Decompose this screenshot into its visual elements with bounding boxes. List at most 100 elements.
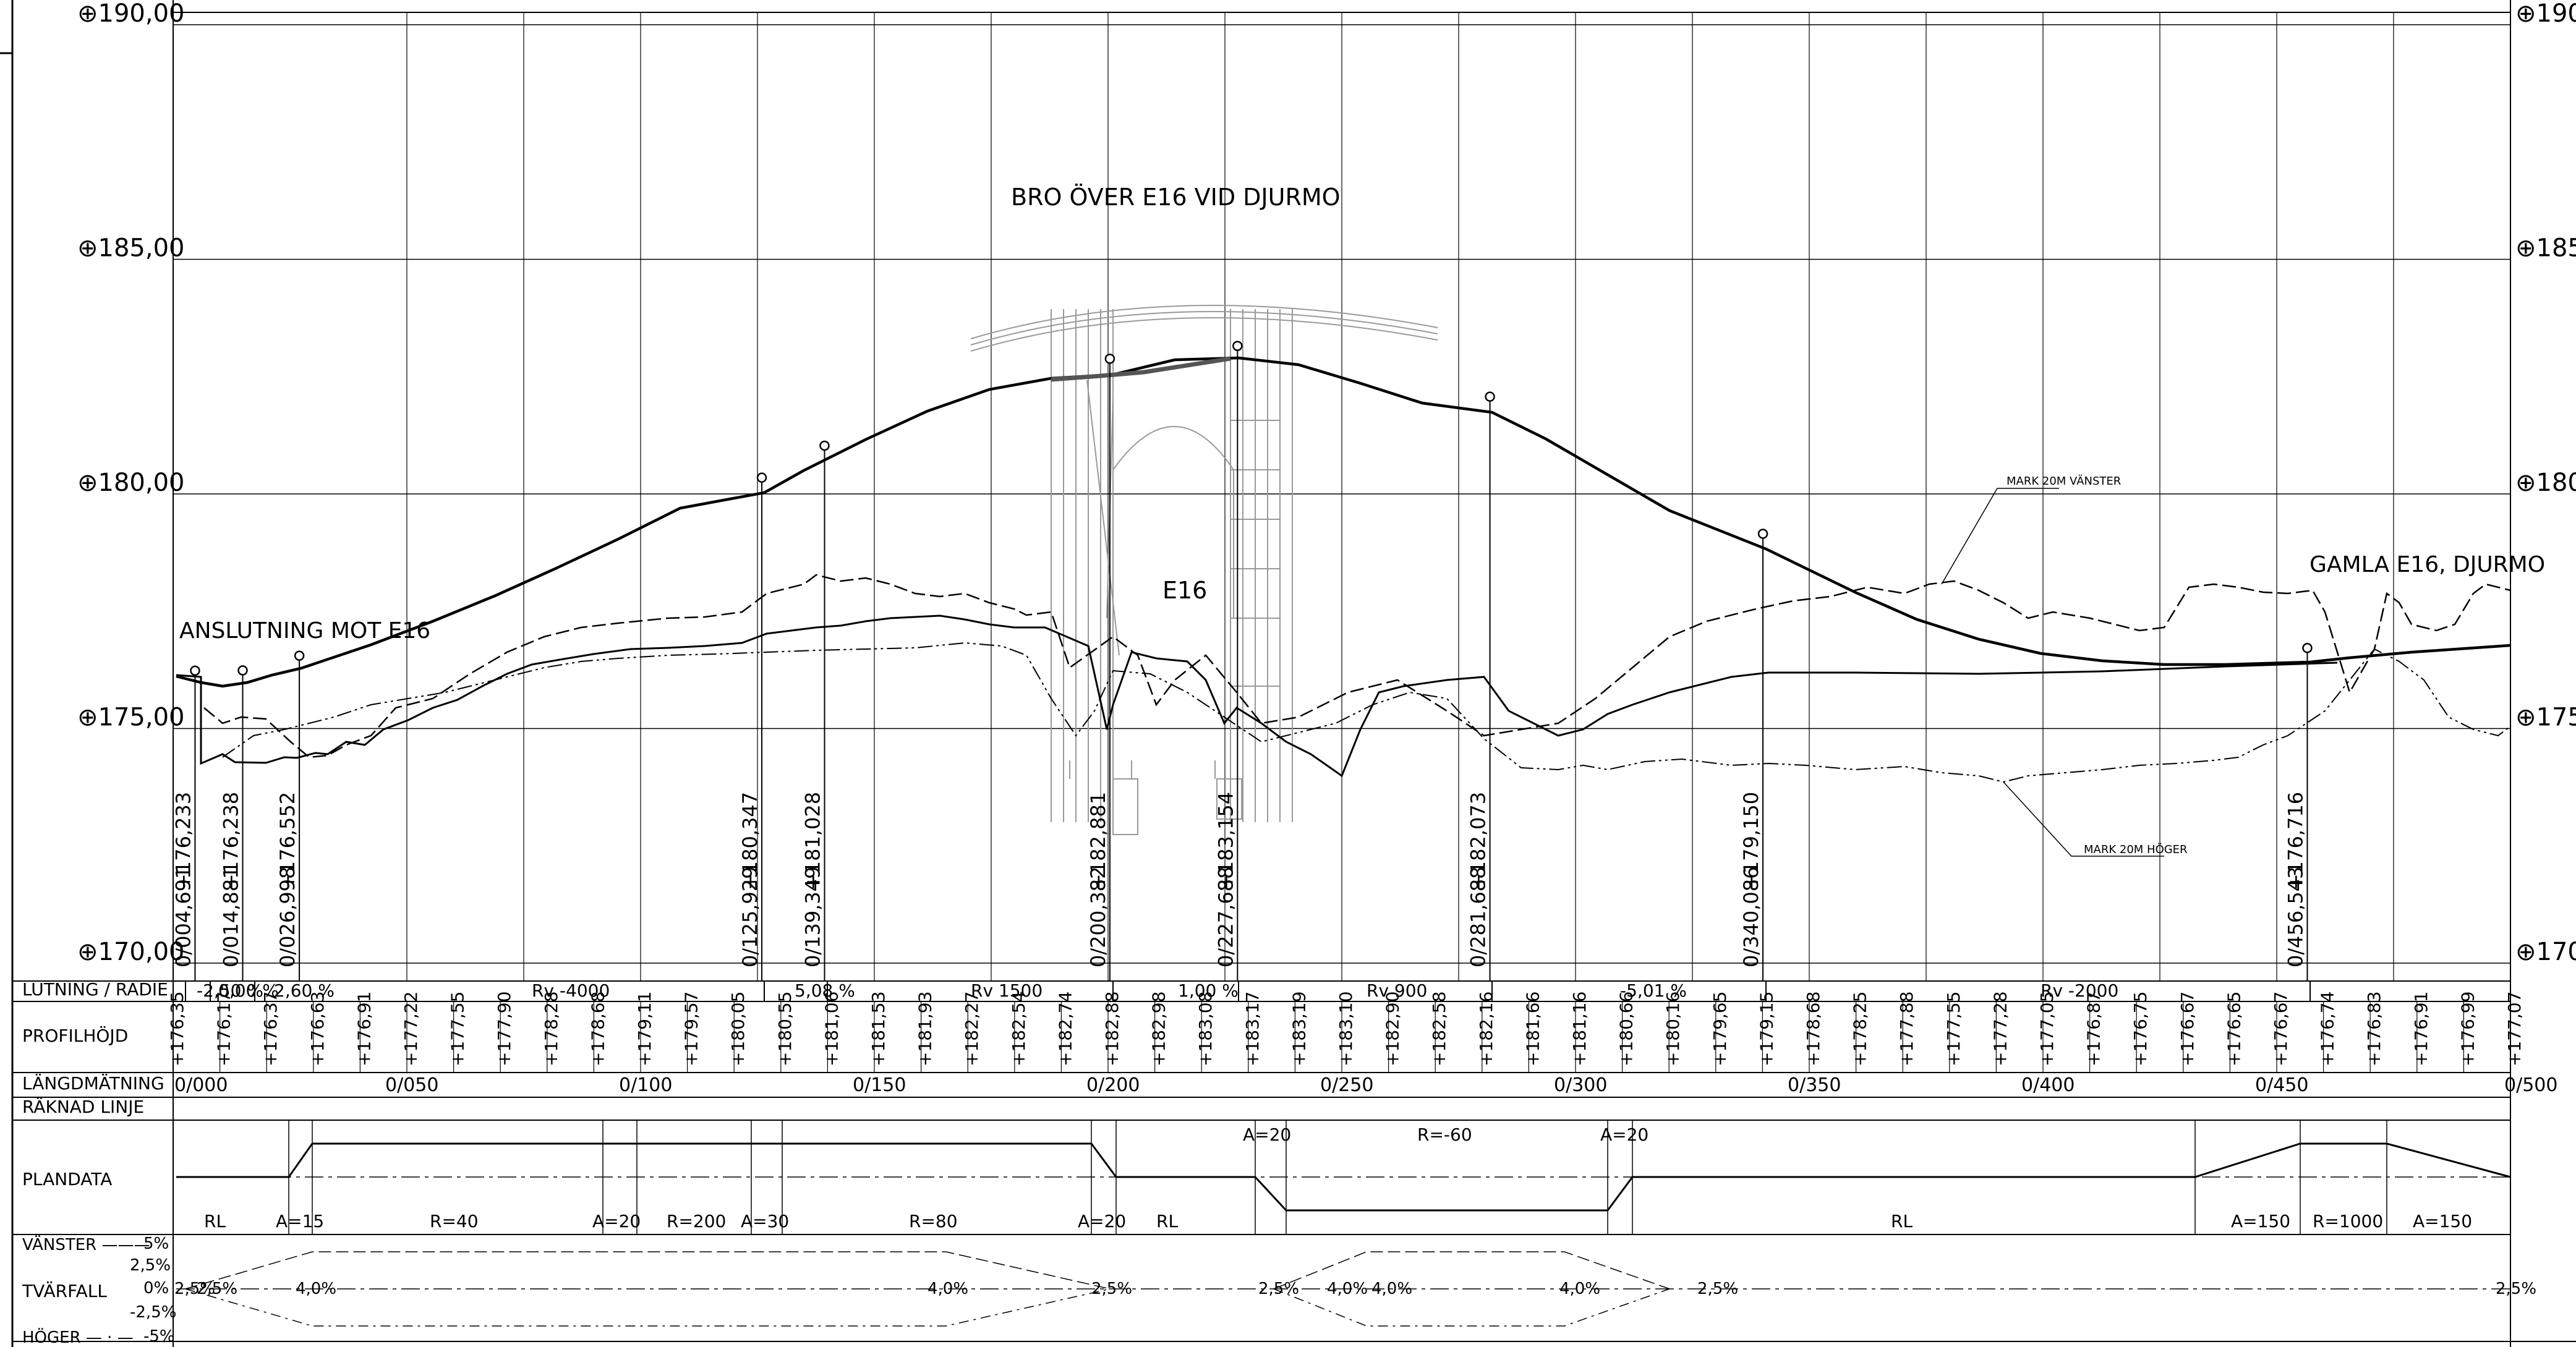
table-row-label: RÄKNAD LINJE [22,1097,144,1117]
lutning-value: 1,00 % [1178,980,1239,1001]
profil-value: +176,63 [307,992,328,1066]
profil-value: +180,16 [1663,992,1683,1066]
langd-value: 0/250 [1320,1074,1373,1096]
lutning-value: 5,08 % [795,980,855,1001]
vertical-point-chainage: 0/200,382 [1086,867,1110,967]
table-row-label: LUTNING / RADIE [22,979,168,1000]
vertical-point-chainage: 0/026,998 [276,867,299,967]
lutning-value: Rv -2000 [2041,980,2118,1001]
vertical-point-chainage: 0/281,688 [1467,867,1490,967]
vertical-point-marker [294,650,305,661]
lutning-value: Rv 1500 [971,980,1043,1001]
ground-left-20m [203,574,2511,758]
lutning-value: -5,01 % [1620,980,1687,1001]
plandata-label: A=150 [2413,1211,2472,1231]
lutning-value: -2,50 % [197,980,263,1001]
langd-value: 0/000 [174,1074,228,1096]
profil-value: +176,17 [214,992,234,1066]
profile-annotations: BRO ÖVER E16 VID DJURMO ANSLUTNING MOT E1… [179,184,2545,856]
tvarfall-left-line [185,1251,1111,1290]
profil-value: +177,55 [448,992,468,1066]
plandata-label: A=20 [1243,1124,1291,1145]
vertical-point-height: +176,716 [2284,792,2307,890]
tvarfall-scale-label: 0% [143,1279,169,1298]
profil-value: +178,68 [1803,992,1823,1066]
vertical-point-chainage: 0/456,543 [2284,867,2307,967]
plandata-label: A=20 [1600,1124,1648,1145]
table-row-label: PLANDATA [22,1169,112,1189]
profil-value: +177,07 [2504,992,2525,1066]
profil-value: +176,91 [2411,992,2431,1066]
vertical-point-chainage: 0/004,691 [171,867,195,967]
plandata-label: A=150 [2231,1211,2290,1231]
profil-value: +180,55 [775,992,795,1066]
tvarfall-lines [176,1251,2510,1327]
profil-value: +181,16 [1569,992,1590,1066]
langd-value: 0/500 [2504,1074,2557,1096]
design-profile [176,356,2511,688]
elevation-axis: ⊕190,00⊕190,00⊕185,00⊕185,00⊕180,00⊕180,… [77,0,2576,966]
vertical-point-height: +179,150 [1739,792,1763,890]
vertical-point-marker [1757,529,1768,539]
profil-value: +176,67 [2271,992,2291,1066]
profil-value: +177,22 [401,992,421,1066]
tvarfall-scale-label: -5% [143,1327,175,1346]
lutning-value: 2,60 % [274,980,335,1001]
tvarfall-left-line [1273,1251,1670,1290]
langd-value: 0/300 [1554,1074,1607,1096]
profil-value: +180,05 [728,992,748,1066]
profil-value: +176,67 [2177,992,2198,1066]
elevation-label-right: ⊕180,00 [2515,469,2576,497]
profil-value: +177,28 [1990,992,2010,1066]
profil-value: +183,19 [1289,992,1309,1066]
vertical-point-chainage: 0/139,349 [801,867,824,967]
vertical-point-chainage: 0/227,688 [1214,867,1237,967]
langd-value: 0/050 [385,1074,438,1096]
profil-value: +176,35 [167,992,187,1066]
plandata-label: A=30 [741,1211,789,1231]
plandata-label: RL [204,1211,226,1231]
plandata-label: R=80 [909,1211,958,1231]
label-anslutning: ANSLUTNING MOT E16 [179,618,430,644]
profil-value: +181,06 [821,992,842,1066]
elevation-label-right: ⊕175,00 [2515,703,2576,732]
profil-value: +177,88 [1896,992,1917,1066]
tvarfall-right-line [185,1288,1111,1327]
profil-value: +178,28 [541,992,561,1066]
vertical-point-marker [819,440,830,451]
profil-value: +179,65 [1710,992,1730,1066]
table-row-label: PROFILHÖJD [22,1025,128,1046]
data-table: LUTNING / RADIE PROFILHÖJD LÄNGDMÄTNING RÄK… [12,979,2557,1347]
lutning-value: Rv 900 [1367,980,1427,1001]
tvarfall-scale-label: 5% [143,1234,169,1253]
table-row-label: TVÄRFALL [22,1281,107,1301]
tvarfall-scale-label: -2,5% [130,1303,176,1322]
langd-value: 0/200 [1086,1074,1140,1096]
table-row-label: LÄNGDMÄTNING [22,1073,164,1094]
vertical-point-chainage: 0/125,929 [738,867,762,967]
plandata-label: R=1000 [2313,1211,2383,1231]
vertical-point-height: +182,881 [1086,792,1110,890]
vertical-point-chainage: 0/014,881 [220,867,243,967]
vertical-point-marker [756,472,767,483]
label-e16: E16 [1162,577,1207,604]
tvarfall-right-line [1273,1288,1670,1327]
elevation-label-left: ⊕190,00 [77,0,184,28]
profil-value: +183,10 [1336,992,1356,1066]
profil-value: +182,74 [1055,992,1075,1066]
plandata-label: A=20 [1078,1211,1126,1231]
vertical-point-marker [1232,341,1243,351]
profil-value: +183,17 [1242,992,1263,1066]
drawing-title: BRO ÖVER E16 VID DJURMO [1011,184,1341,211]
vertical-point-height: +183,154 [1214,792,1237,890]
label-gamla-e16: GAMLA E16, DJURMO [2309,552,2545,577]
profil-value: +176,37 [260,992,281,1066]
vertical-point-height: +182,073 [1467,792,1490,890]
elevation-label-left: ⊕175,00 [77,703,184,732]
profil-value: +181,53 [868,992,889,1066]
elevation-label-left: ⊕185,00 [77,234,184,263]
plandata-label: RL [1891,1211,1913,1231]
langd-value: 0/100 [619,1074,672,1096]
vertical-point-height: +176,233 [171,792,195,890]
profil-value: +179,15 [1756,992,1776,1066]
